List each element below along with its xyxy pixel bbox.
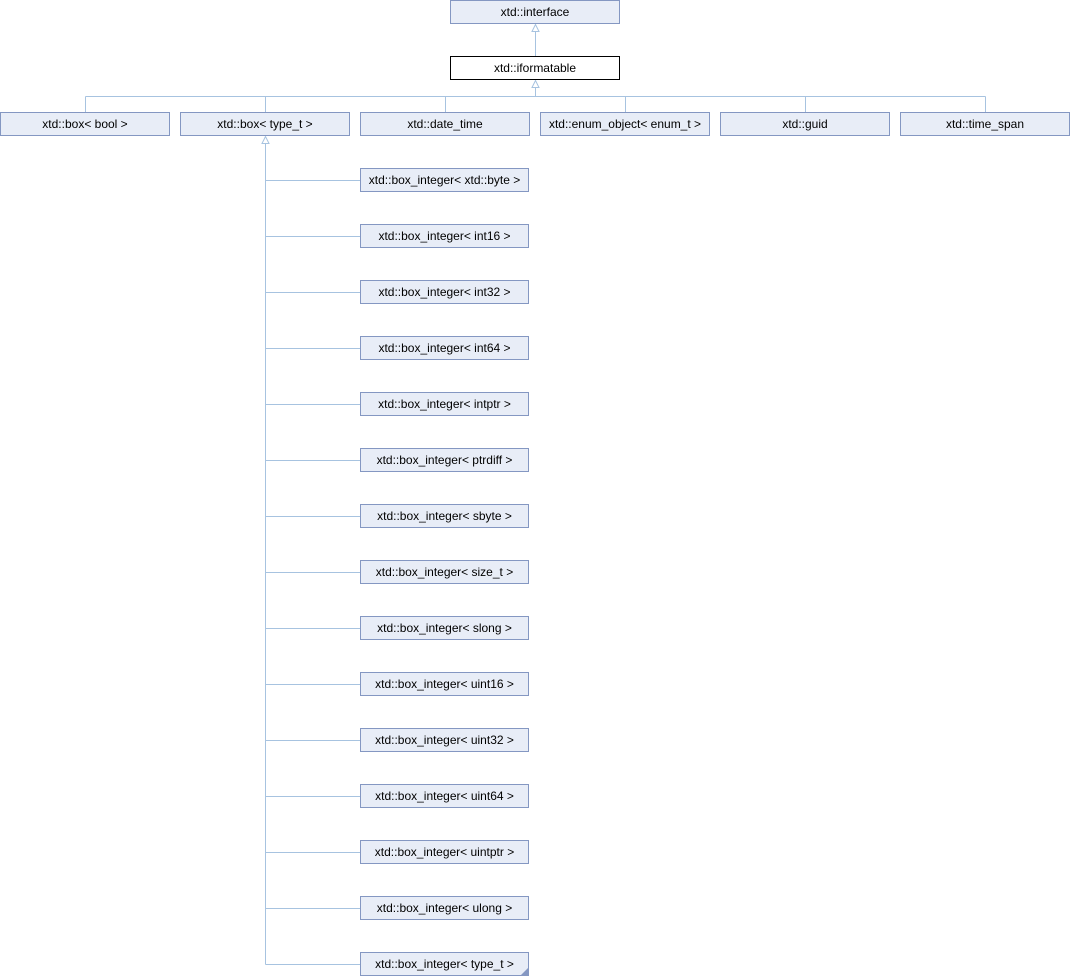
node-box-integer-uint16[interactable]: xtd::box_integer< uint16 > [360,672,529,696]
node-box-integer-sbyte[interactable]: xtd::box_integer< sbyte > [360,504,529,528]
node-guid[interactable]: xtd::guid [720,112,890,136]
node-enum-object[interactable]: xtd::enum_object< enum_t > [540,112,710,136]
node-interface[interactable]: xtd::interface [450,0,620,24]
node-time-span[interactable]: xtd::time_span [900,112,1070,136]
node-box-integer-int16[interactable]: xtd::box_integer< int16 > [360,224,529,248]
node-box-integer-byte[interactable]: xtd::box_integer< xtd::byte > [360,168,529,192]
node-box-integer-type[interactable]: xtd::box_integer< type_t > [360,952,529,976]
node-box-bool[interactable]: xtd::box< bool > [0,112,170,136]
node-date-time[interactable]: xtd::date_time [360,112,530,136]
node-box-integer-uint32[interactable]: xtd::box_integer< uint32 > [360,728,529,752]
edge-arrow-iformatable [531,79,540,88]
node-box-integer-int64[interactable]: xtd::box_integer< int64 > [360,336,529,360]
node-box-integer-ulong[interactable]: xtd::box_integer< ulong > [360,896,529,920]
node-box-integer-ptrdiff[interactable]: xtd::box_integer< ptrdiff > [360,448,529,472]
more-derived-icon [521,968,528,975]
node-box-integer-size-t[interactable]: xtd::box_integer< size_t > [360,560,529,584]
node-box-integer-int32[interactable]: xtd::box_integer< int32 > [360,280,529,304]
node-box-integer-slong[interactable]: xtd::box_integer< slong > [360,616,529,640]
node-iformatable: xtd::iformatable [450,56,620,80]
node-box-integer-uint64[interactable]: xtd::box_integer< uint64 > [360,784,529,808]
node-box-integer-uintptr[interactable]: xtd::box_integer< uintptr > [360,840,529,864]
node-box-integer-type-label: xtd::box_integer< type_t > [375,957,514,971]
node-box-type[interactable]: xtd::box< type_t > [180,112,350,136]
edge-arrow-interface [531,23,540,32]
node-box-integer-intptr[interactable]: xtd::box_integer< intptr > [360,392,529,416]
edge-arrow-box-type [261,135,270,144]
